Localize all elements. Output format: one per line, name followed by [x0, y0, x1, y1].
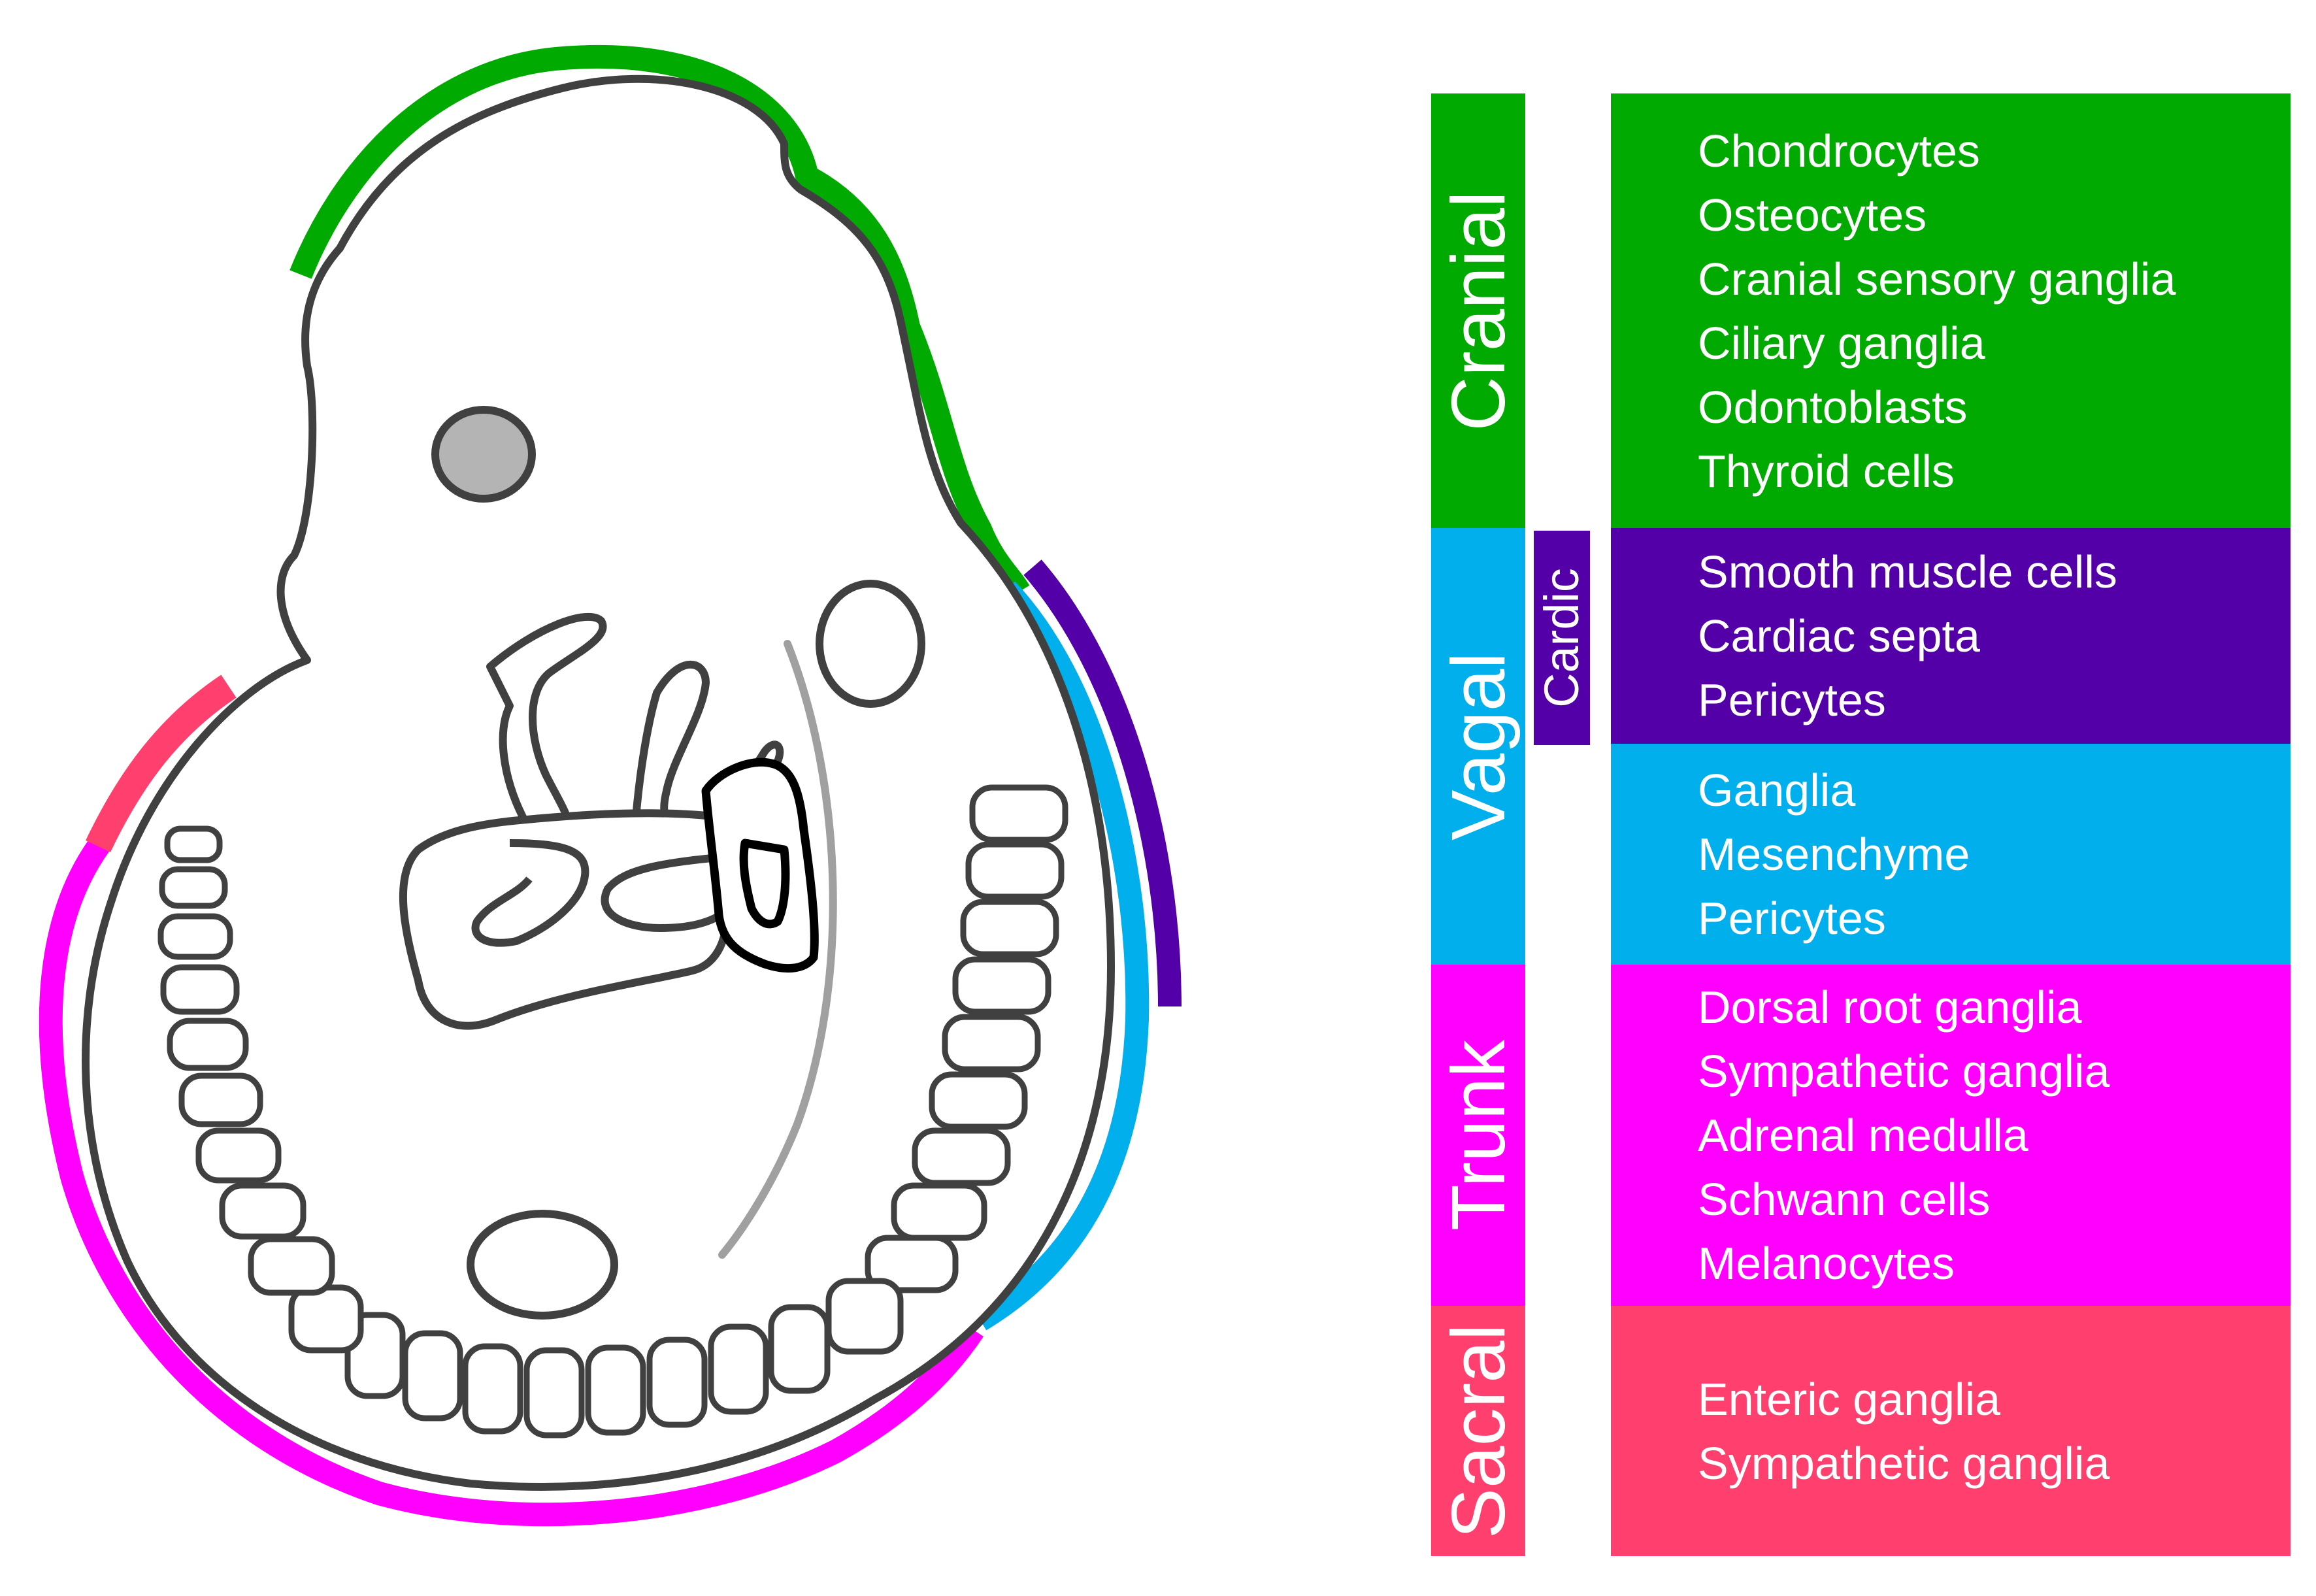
cell-type-item: Ganglia	[1698, 765, 1856, 816]
cell-type-item: Ciliary ganglia	[1698, 317, 1985, 369]
highlighted-structure	[701, 757, 819, 973]
cell-type-item: Adrenal medulla	[1698, 1110, 2028, 1161]
cell-box-sacral: Enteric ganglia Sympathetic ganglia	[1611, 1306, 2291, 1556]
region-bar-cardic: Cardic	[1534, 531, 1590, 745]
vagal-region-arc	[974, 581, 1150, 1331]
region-label-sacral: Sacral	[1436, 1323, 1521, 1538]
region-label-trunk: Trunk	[1436, 1039, 1521, 1231]
cranial-region-arc	[290, 45, 1030, 598]
cell-type-item: Pericytes	[1698, 674, 1886, 725]
region-bar-vagal: Vagal	[1431, 528, 1525, 965]
cell-type-item: Dorsal root ganglia	[1698, 982, 2082, 1033]
notochord	[718, 640, 837, 1259]
cell-type-item: Sympathetic ganglia	[1698, 1046, 2110, 1097]
cardic-region-arc	[1023, 559, 1182, 1007]
cell-type-item: Pericytes	[1698, 893, 1886, 944]
region-bar-trunk: Trunk	[1431, 965, 1525, 1306]
cell-type-item: Enteric ganglia	[1698, 1373, 2001, 1425]
cell-type-item: Melanocytes	[1698, 1238, 1955, 1289]
cell-type-item: Smooth muscle cells	[1698, 546, 2117, 597]
region-label-cranial: Cranial	[1436, 190, 1521, 431]
cell-type-item: Chondrocytes	[1698, 125, 1980, 176]
gut-loop	[471, 839, 589, 947]
cell-box-cardic: Smooth muscle cells Cardiac septa Pericy…	[1611, 528, 2291, 744]
cell-type-item: Odontoblasts	[1698, 381, 1968, 433]
cell-type-item: Schwann cells	[1698, 1174, 1991, 1225]
region-label-vagal: Vagal	[1436, 652, 1521, 841]
cell-type-item: Mesenchyme	[1698, 829, 1970, 880]
region-bar-sacral: Sacral	[1431, 1306, 1525, 1556]
tail	[467, 1210, 618, 1320]
sacral-region-arc	[86, 674, 237, 853]
cell-box-cranial: Chondrocytes Osteocytes Cranial sensory …	[1611, 93, 2291, 528]
somites	[157, 784, 1068, 1438]
otic-vesicle	[816, 580, 925, 708]
trunk-region-arc	[39, 833, 984, 1527]
cell-type-item: Osteocytes	[1698, 189, 1927, 241]
pharyngeal-arch	[486, 612, 607, 850]
cell-box-vagal: Ganglia Mesenchyme Pericytes	[1611, 744, 2291, 965]
region-label-cardic: Cardic	[1534, 568, 1589, 708]
embryo-illustration	[39, 45, 1182, 1527]
cell-type-item: Sympathetic ganglia	[1698, 1437, 2110, 1489]
region-bar-cranial: Cranial	[1431, 93, 1525, 528]
eye	[431, 406, 536, 503]
cell-box-trunk: Dorsal root ganglia Sympathetic ganglia …	[1611, 965, 2291, 1306]
embryo-body-outline	[82, 75, 1115, 1491]
cell-type-item: Cardiac septa	[1698, 610, 1980, 661]
cell-type-item: Cranial sensory ganglia	[1698, 253, 2176, 305]
cell-type-item: Thyroid cells	[1698, 445, 1955, 497]
